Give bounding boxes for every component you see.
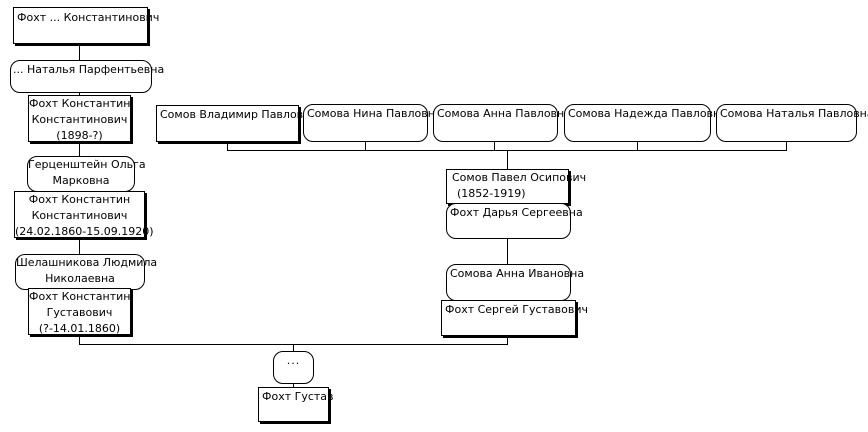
person-name-line: Сомов Владимир Павлович <box>160 108 317 121</box>
spouse-box-gertsenshtein-olga[interactable]: Герценштейн Ольга Марковна <box>27 156 146 192</box>
spouse-box-unknown[interactable]: ... <box>273 351 314 384</box>
person-name-line: Фохт Константин <box>29 97 131 110</box>
person-dates: (?-14.01.1860) <box>38 322 121 335</box>
person-name-line: ... <box>286 354 301 367</box>
connector-line <box>79 333 80 345</box>
connector-line <box>786 141 787 151</box>
person-name-line: Сомова Анна Павловна <box>437 107 571 120</box>
spouse-box-somova-anna-ivanovna[interactable]: Сомова Анна Ивановна <box>446 264 585 301</box>
person-box-foht-konstantin-1898[interactable]: Фохт Константин Константинович (1898-?) <box>28 95 131 142</box>
person-box-somov-pavel[interactable]: Сомов Павел Осипович (1852-1919) <box>446 169 587 204</box>
spouse-box-shelashnikova-lyudmila[interactable]: Шелашникова Людмила Николаевна <box>15 254 158 290</box>
person-name-line: Фохт Сергей Густавович <box>445 303 588 316</box>
connector-line <box>507 336 508 345</box>
person-dates: (24.02.1860-15.09.1920) <box>15 225 154 238</box>
person-name-line: Фохт Дарья Сергеевна <box>450 206 583 219</box>
person-name-line: Марковна <box>52 174 110 187</box>
connector-line <box>79 92 80 96</box>
connector-line <box>79 44 80 61</box>
person-name-line: Фохт Густав <box>262 390 334 403</box>
spouse-box-natalya-parfentyevna[interactable]: ... Наталья Парфентьевна <box>10 60 165 93</box>
person-name-line: Сомова Надежда Павловна <box>568 107 727 120</box>
person-name-line: Герценштейн Ольга <box>28 158 146 171</box>
connector-line <box>637 141 638 151</box>
person-name-line: Сомова Наталья Павловна <box>720 107 868 120</box>
connector-line <box>365 141 366 151</box>
connector-line <box>507 150 508 170</box>
person-box-somova-anna[interactable]: Сомова Анна Павловна <box>433 104 571 142</box>
connector-line <box>227 141 228 151</box>
person-name-line: Константинович <box>31 113 128 126</box>
person-dates: (1898-?) <box>56 129 103 142</box>
person-name-line: Фохт Константин <box>29 290 131 303</box>
person-dates: (1852-1919) <box>457 187 526 200</box>
person-name-line: Фохт ... Константинович <box>17 11 160 24</box>
person-box-somova-nadezhda[interactable]: Сомова Надежда Павловна <box>564 104 727 142</box>
person-name-line: Константинович <box>31 209 128 222</box>
connector-line <box>293 382 294 388</box>
person-box-foht-top[interactable]: Фохт ... Константинович <box>13 7 160 44</box>
person-box-somova-nina[interactable]: Сомова Нина Павловна <box>303 104 442 142</box>
connector-line <box>494 141 495 151</box>
person-box-somov-vladimir[interactable]: Сомов Владимир Павлович <box>156 105 317 142</box>
connector-line <box>507 238 508 264</box>
person-name-line: Фохт Константин <box>28 193 131 206</box>
person-name-line: Сомова Нина Павловна <box>307 107 442 120</box>
person-box-foht-gustav[interactable]: Фохт Густав <box>258 387 334 422</box>
person-name-line: Шелашникова Людмила <box>16 256 158 269</box>
person-box-somova-natalya[interactable]: Сомова Наталья Павловна <box>716 104 868 142</box>
connector-line <box>79 141 80 157</box>
person-box-foht-konstantin-gustavovich[interactable]: Фохт Константин Густавович (?-14.01.1860… <box>28 288 131 335</box>
person-name-line: ... Наталья Парфентьевна <box>13 63 165 76</box>
spouse-box-foht-darya[interactable]: Фохт Дарья Сергеевна <box>446 203 583 239</box>
person-name-line: Сомов Павел Осипович <box>452 171 587 184</box>
person-box-foht-sergey[interactable]: Фохт Сергей Густавович <box>441 300 588 336</box>
person-name-line: Густавович <box>46 306 113 319</box>
person-box-foht-konstantin-1860[interactable]: Фохт Константин Константинович (24.02.18… <box>14 191 154 238</box>
connector-line <box>293 344 294 352</box>
connector-line <box>79 236 80 254</box>
person-name-line: Сомова Анна Ивановна <box>450 267 585 280</box>
person-name-line: Николаевна <box>45 272 115 285</box>
connector-line <box>227 150 786 151</box>
